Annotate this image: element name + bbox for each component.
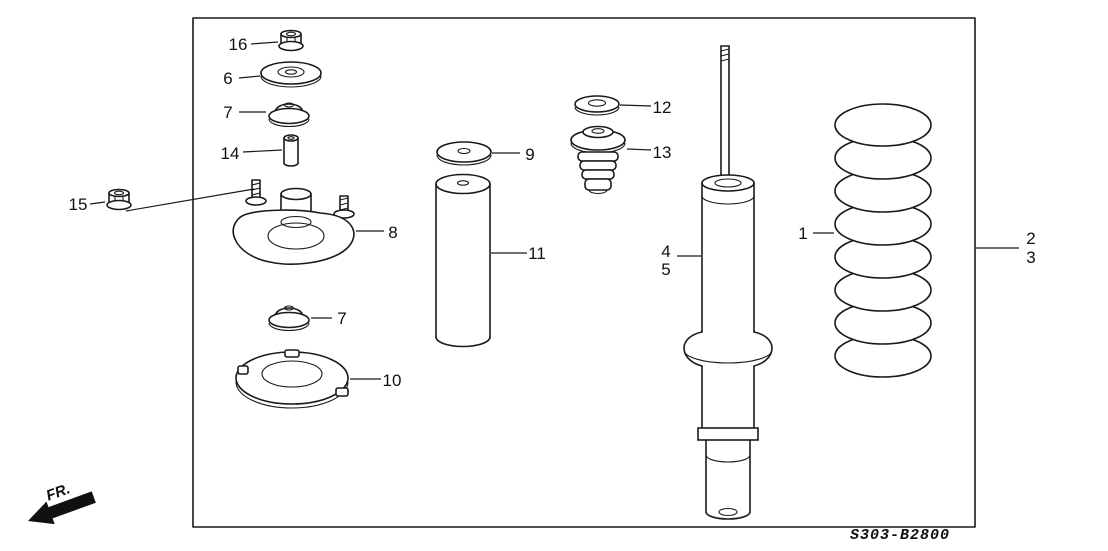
part-label-3: 3 — [1026, 248, 1035, 267]
part-4-5-shock-absorber — [683, 45, 773, 520]
leader-lines — [89, 41, 1019, 380]
part-label-2: 2 — [1026, 229, 1035, 248]
part-14-collar — [283, 134, 299, 167]
part-label-16: 16 — [229, 35, 248, 54]
part-label-6: 6 — [223, 69, 232, 88]
diagram-frame-border — [192, 17, 976, 528]
part-label-8: 8 — [388, 223, 397, 242]
leader-line-13 — [626, 148, 652, 151]
part-label-7-lower: 7 — [337, 309, 346, 328]
part-label-14: 14 — [221, 144, 240, 163]
part-label-9: 9 — [525, 145, 534, 164]
part-9-washer — [436, 141, 492, 166]
part-label-10: 10 — [383, 371, 402, 390]
part-label-1: 1 — [798, 224, 807, 243]
leader-line-6 — [238, 75, 261, 79]
part-10-spring-seat-rubber — [235, 349, 349, 409]
part-11-dust-cover — [435, 173, 491, 348]
fr-direction-indicator: FR. — [28, 480, 96, 525]
part-label-11: 11 — [528, 244, 546, 263]
part-label-15: 15 — [69, 195, 88, 214]
leader-line-15-to-stud — [125, 188, 255, 212]
part-8-damper-mount — [232, 179, 355, 265]
part-label-7-upper: 7 — [223, 103, 232, 122]
part-1-coil-spring — [834, 103, 932, 378]
part-15-flange-nut — [106, 188, 132, 211]
part-label-5: 5 — [661, 260, 670, 279]
part-label-12: 12 — [653, 98, 672, 117]
part-7-upper-mounting-rubber — [268, 102, 310, 128]
diagram-code: S303-B2800 — [850, 527, 950, 544]
fr-arrow-icon — [28, 491, 96, 525]
part-16-flange-nut — [278, 29, 304, 52]
part-7-lower-mounting-rubber — [268, 305, 310, 332]
part-6-mount-washer — [260, 61, 322, 88]
leader-line-14 — [242, 149, 283, 153]
part-label-4: 4 — [661, 242, 670, 261]
leader-line-16 — [250, 41, 279, 45]
leader-line-15 — [89, 201, 106, 205]
part-13-bump-stop — [570, 125, 626, 195]
part-number-labels: 16 6 7 14 15 8 7 10 9 11 12 13 4 5 1 2 3 — [69, 35, 1036, 390]
part-label-13: 13 — [653, 143, 672, 162]
leader-line-12 — [619, 104, 652, 107]
part-12-cap-washer — [574, 95, 620, 116]
